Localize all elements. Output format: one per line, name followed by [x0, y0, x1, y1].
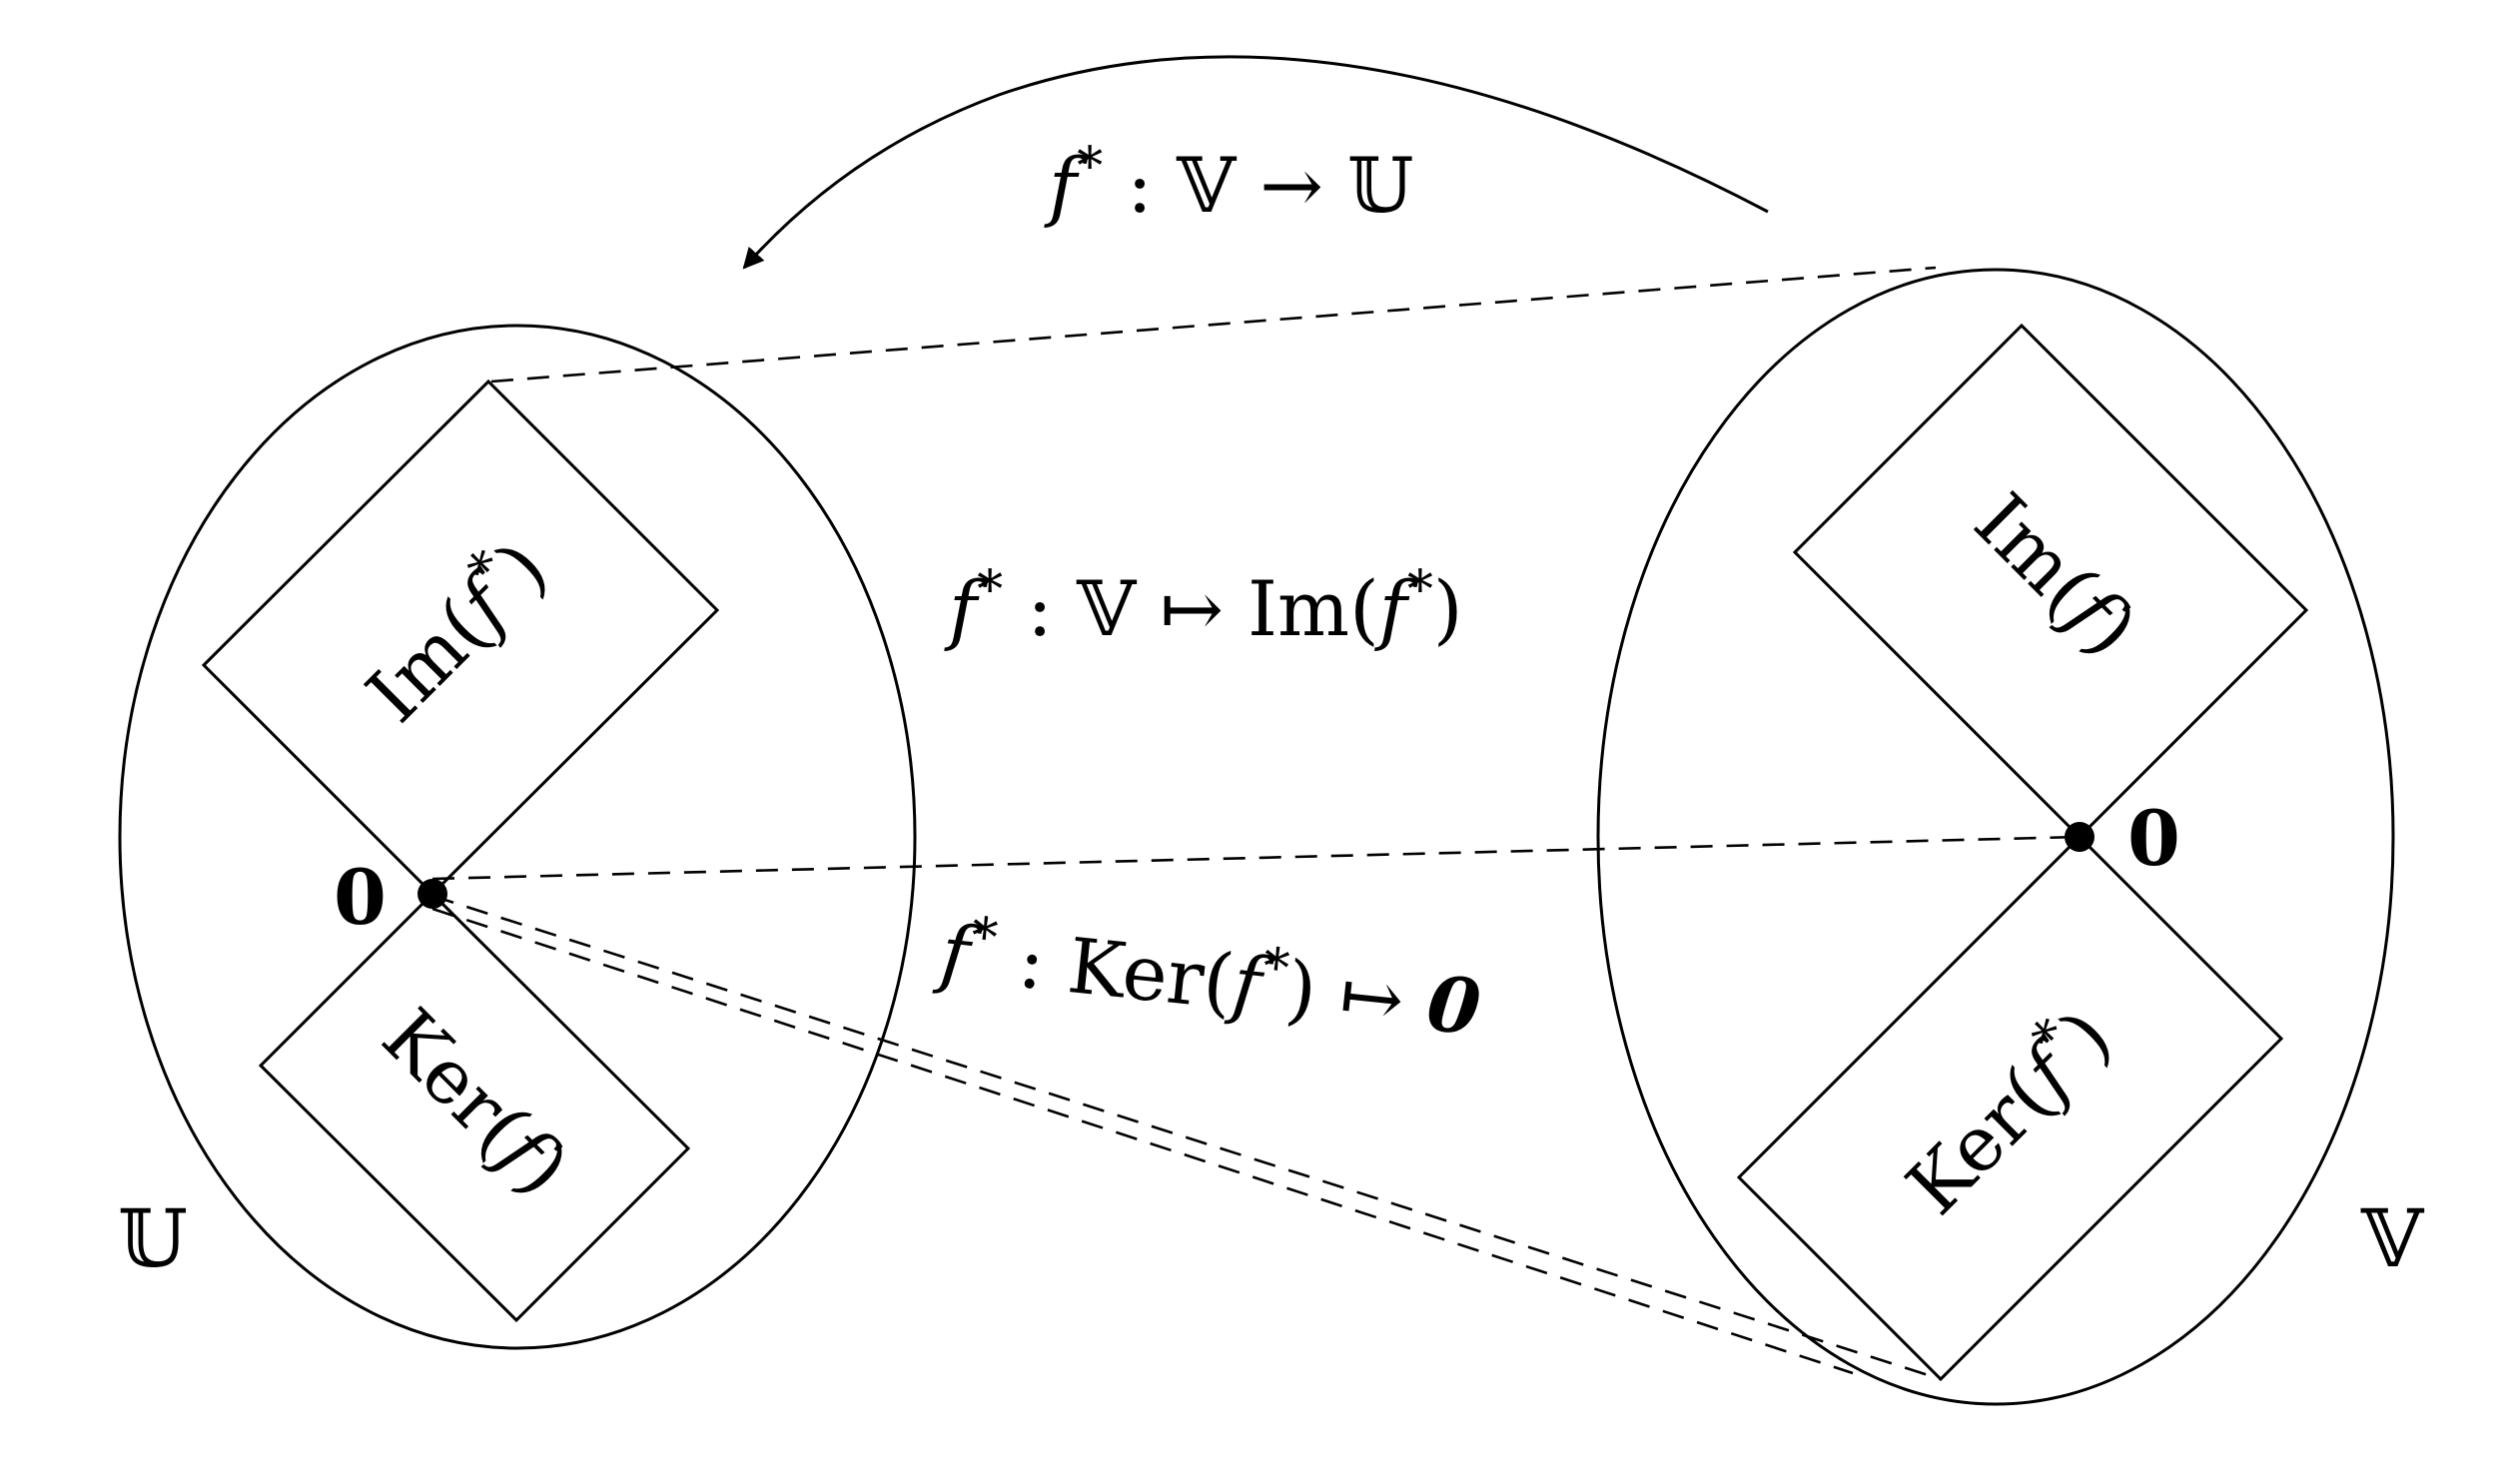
map-top-label: f* : 𝕍 → 𝕌: [1044, 137, 1413, 230]
v-zero-point: [2065, 822, 2094, 852]
u-image-label: Im(f*): [344, 518, 564, 739]
u-zero-point: [418, 879, 447, 909]
u-zero-label: 0: [334, 853, 387, 942]
dashed-kernel-connector-top: [431, 894, 1942, 1381]
v-kernel-label: Ker(f*): [1884, 987, 2128, 1231]
space-v-label: 𝕍: [2360, 1192, 2425, 1285]
space-u-ellipse: [118, 324, 917, 1350]
dashed-zero-connector: [431, 835, 2081, 881]
u-kernel-label: Ker(f): [366, 992, 586, 1212]
v-image-label: Im(f): [1958, 476, 2154, 673]
adjoint-map-arrow: [742, 55, 1769, 270]
space-u-label: 𝕌: [118, 1192, 188, 1285]
v-zero-label: 0: [2127, 794, 2180, 883]
v-image-region: [1792, 323, 2309, 840]
dashed-image-connector: [490, 266, 1937, 383]
map-image-label: f* : 𝕍 ↦ Im(f*): [944, 560, 1463, 653]
space-v-ellipse: [1596, 268, 2395, 1406]
map-kernel-label: f* : Ker(f*) ↦ 0: [932, 903, 1485, 1053]
u-image-region: [201, 378, 720, 897]
u-kernel-region: [258, 891, 691, 1323]
